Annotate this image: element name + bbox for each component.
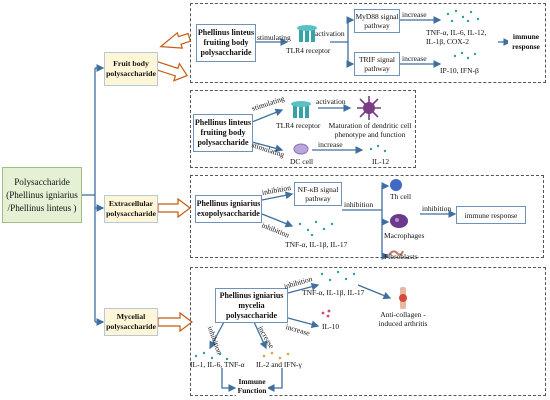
panel1-receptor-label: TLR4 receptor: [286, 46, 331, 55]
trif-line1: TRIF signal: [358, 55, 396, 64]
cytokine-dots-icon: [453, 51, 477, 60]
panel4-cytokines-top: TNF-α, IL-1β, IL-17: [302, 288, 365, 297]
arthritis-line1: Anti-collagen -: [380, 310, 426, 319]
immune-function-line1: Immune: [238, 377, 266, 386]
maturation-line2: phenotype and function: [334, 130, 406, 139]
orange-arrow-4: [157, 311, 193, 333]
tlr4-receptor-icon: [297, 25, 317, 42]
orange-arrow-1: [159, 31, 192, 49]
panel3-agent-line1: Phellinus igniarius: [196, 199, 261, 208]
panel4-agent-box: Phellinus igniarius mycelia polysacchari…: [215, 288, 288, 323]
root-line1: Polysaccharide: [14, 176, 70, 187]
immune-response-box: immune response: [508, 30, 544, 54]
root-line3: /Phellinus linteus ): [7, 202, 77, 213]
trif-pathway-box: TRIF signal pathway: [354, 52, 400, 76]
arthritis-line2: induced arthritis: [378, 319, 428, 328]
category-extracellular: Extracellular polysaccharide: [104, 195, 158, 223]
panel-mycelia: [190, 267, 546, 396]
myd88-line2: pathway: [364, 21, 390, 30]
panel3-inhibition-right: inhibition: [422, 204, 452, 213]
panel4-cytokines-mid: IL-2 and IFN-γ: [256, 360, 302, 369]
cytokine-dots-icon: [320, 270, 356, 282]
panel2-agent-box: Phellinus linteus fruiting body polysacc…: [193, 114, 253, 152]
arthritis-joint-icon: [399, 287, 407, 309]
category-mycelial: Mycelial polysaccharide: [104, 308, 158, 336]
panel1-agent-line1: Phellinus linteus: [197, 28, 255, 37]
macrophage-icon: [390, 214, 408, 228]
panel2-activation-label: activation: [316, 97, 346, 106]
il10-label: IL-10: [322, 322, 340, 331]
panel2-agent-line3: polysaccharide: [197, 138, 249, 147]
category-fruit-line1: Fruit body: [113, 59, 149, 68]
panel1-agent-box: Phellinus linteus fruiting body polysacc…: [196, 24, 256, 62]
panel1-cytokines-top1: TNF-α, IL-6, IL-12,: [426, 28, 487, 37]
panel3-agent-line2: exopolysaccharide: [197, 209, 260, 218]
panel2-receptor-label: TLR4 receptor: [276, 121, 321, 130]
trif-line2: pathway: [364, 64, 390, 73]
root-line2: (Phellinus igniarius: [6, 189, 78, 200]
myd88-line1: MyD88 signal: [355, 12, 399, 21]
panel3-agent-box: Phellinus igniarius exopolysaccharide: [195, 195, 262, 223]
panel4-agent-line2: mycelia: [238, 300, 265, 310]
panel2-agent-line1: Phellinus linteus: [194, 118, 252, 127]
panel2-agent-line2: fruiting body: [200, 128, 246, 137]
panel-exopolysaccharide: [190, 175, 544, 258]
orange-arrow-3: [157, 197, 191, 219]
tlr4-receptor-icon: [291, 101, 311, 118]
category-extra-line2: polysaccharide: [106, 209, 156, 218]
th-cell-label: Th cell: [390, 192, 412, 201]
fibroblast-icon: [388, 250, 404, 256]
panel1-stimulating-label: stimulating: [257, 33, 291, 42]
macrophages-label: Macrophages: [384, 231, 425, 240]
panel4-agent-line1: Phellinus igniarius: [219, 290, 284, 300]
panel4-cytokines-left: IL-1, IL-6, TNF-α: [190, 360, 245, 369]
panel1-agent-line3: polysaccharide: [200, 48, 252, 57]
panel1-cytokines-bottom: IP-10, IFN-β: [440, 66, 479, 75]
orange-arrow-2: [153, 60, 189, 82]
th-cell-icon: [390, 179, 402, 191]
panel1-increase-bottom: increase: [402, 54, 427, 63]
nfkb-pathway-box: NF-κB signal pathway: [294, 182, 342, 206]
cytokine-dots-icon: [194, 351, 229, 361]
dendritic-cell-icon: [357, 96, 381, 120]
category-myc-line2: polysaccharide: [106, 322, 156, 331]
nfkb-line1: NF-κB signal: [297, 185, 339, 194]
myd88-pathway-box: MyD88 signal pathway: [354, 9, 400, 33]
immune-line2: response: [512, 42, 540, 51]
immune-response-box: immune response: [456, 206, 526, 224]
panel4-agent-line3: polysaccharide: [225, 310, 278, 320]
category-fruit-line2: polysaccharide: [106, 69, 156, 78]
cytokine-dots-icon: [369, 144, 387, 153]
fibroblasts-label: Fibroblasts: [384, 252, 418, 261]
panel3-inhibition-mid: inhibition: [344, 200, 374, 209]
nfkb-line2: pathway: [305, 194, 331, 203]
cytokine-dots-icon: [321, 309, 331, 318]
immune-function-line2: Function: [237, 386, 267, 395]
panel3-cytokines: TNF-α, IL-1β, IL-17: [285, 240, 348, 249]
category-extra-line1: Extracellular: [108, 199, 154, 208]
dc-cell-label: DC cell: [290, 157, 314, 166]
immune-response-label: immune response: [464, 210, 518, 220]
category-myc-line1: Mycelial: [116, 312, 146, 321]
panel1-increase-top: increase: [402, 10, 427, 19]
immune-line1: immune: [512, 32, 540, 41]
dc-cell-icon: [293, 143, 309, 155]
panel1-agent-line2: fruiting body: [203, 38, 249, 47]
category-fruit-body: Fruit body polysaccharide: [104, 52, 158, 86]
panel-tlr4-myd88-trif: [190, 3, 546, 83]
maturation-line1: Maturation of dendritic cell: [328, 121, 412, 130]
il12-label: IL-12: [372, 157, 390, 166]
cytokine-dots-icon: [446, 9, 480, 23]
root-polysaccharide-box: Polysaccharide (Phellinus igniarius /Phe…: [2, 167, 82, 223]
cytokine-dots-icon: [262, 351, 290, 360]
panel-dendritic-cell: [190, 90, 416, 168]
cytokine-dots-icon: [298, 220, 334, 237]
immune-function-box: Immune Function: [236, 376, 268, 396]
panel2-increase-label: increase: [318, 140, 343, 149]
panel1-cytokines-top2: IL-1β, COX-2: [426, 37, 469, 46]
panel1-activation-label: activation: [315, 29, 345, 38]
